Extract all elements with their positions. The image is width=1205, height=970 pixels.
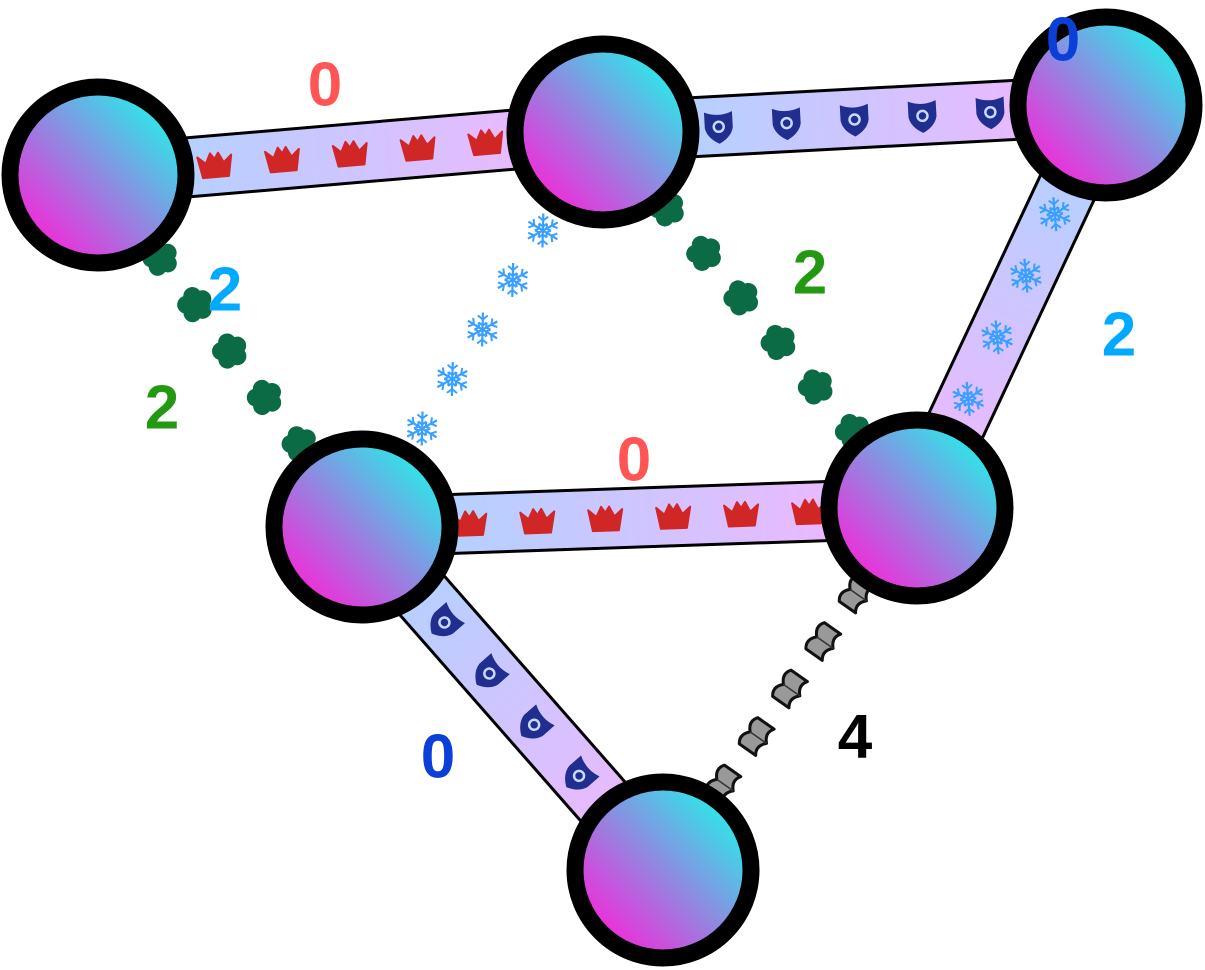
snowflake-icon — [527, 213, 559, 248]
book-icon — [737, 716, 776, 757]
snowflake-icon — [406, 411, 438, 446]
book-icon — [804, 621, 843, 662]
node-A[interactable] — [1, 78, 195, 272]
crown-icon — [655, 503, 692, 530]
clover-icon — [246, 379, 282, 416]
shield-icon — [520, 704, 555, 739]
book-icon — [771, 668, 809, 710]
node-E[interactable] — [820, 411, 1014, 605]
node-C[interactable] — [1009, 8, 1203, 202]
shield-icon — [975, 96, 1005, 130]
crown-icon — [399, 134, 436, 162]
edge-B-D — [406, 213, 559, 446]
shield-icon — [771, 107, 801, 141]
crown-icon — [196, 151, 233, 180]
shield-icon — [565, 755, 600, 790]
clover-icon — [177, 287, 212, 323]
crown-icon — [519, 507, 556, 535]
edge-weight-label-B-E: 2 — [793, 239, 827, 308]
clover-icon — [723, 280, 759, 316]
node-F[interactable] — [566, 773, 760, 967]
shield-icon — [475, 653, 510, 688]
snowflake-icon — [1010, 258, 1042, 293]
snowflake-icon — [467, 312, 498, 347]
node-D[interactable] — [265, 430, 459, 624]
shield-icon — [703, 111, 733, 144]
edge-weight-label-D-E: 0 — [617, 426, 651, 495]
crown-icon — [587, 505, 624, 533]
crown-icon — [791, 498, 828, 526]
shield-icon — [839, 103, 869, 137]
edge-weight-label-D-F: 0 — [421, 723, 455, 792]
snowflake-icon — [952, 381, 985, 416]
edge-weight-label-B-C: 0 — [1046, 6, 1080, 75]
snowflake-icon — [1038, 197, 1071, 232]
edge-weight-label-C-E: 2 — [1102, 301, 1136, 370]
clover-icon — [760, 324, 796, 361]
snowflake-icon — [981, 320, 1013, 355]
edge-weight-label-A-D: 2 — [145, 374, 179, 443]
edge-weight-label-B-D: 2 — [208, 256, 242, 325]
crown-icon — [723, 500, 760, 528]
snowflake-icon — [497, 262, 529, 298]
snowflake-icon — [436, 361, 468, 397]
clover-icon — [797, 369, 833, 405]
edge-A-D — [142, 240, 317, 462]
crown-icon — [467, 128, 504, 157]
crown-icon — [331, 140, 368, 168]
edge-weight-label-A-B: 0 — [308, 51, 342, 120]
clover-icon — [686, 235, 721, 271]
node-B[interactable] — [506, 35, 700, 229]
shield-icon — [430, 602, 465, 637]
edge-B-E — [649, 191, 870, 450]
edge-E-F — [704, 573, 876, 805]
shield-icon — [907, 100, 937, 133]
clover-icon — [211, 333, 247, 369]
crown-icon — [451, 510, 488, 537]
crown-icon — [263, 146, 300, 174]
edge-weight-label-E-F: 4 — [838, 703, 873, 772]
